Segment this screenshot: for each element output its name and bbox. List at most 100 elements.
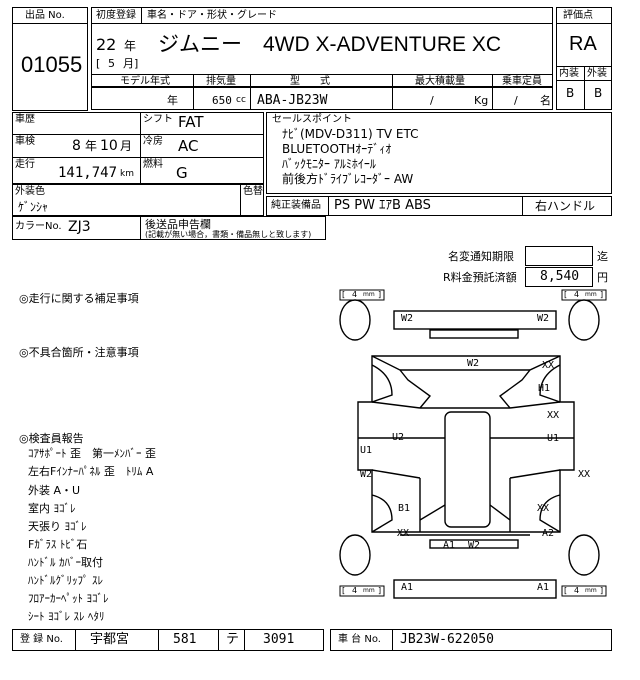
mark-right-rear-quarter: XX [537,503,550,514]
interior-label: 内装 [559,68,579,79]
model-type: ABA-JB23W [257,93,328,108]
chassis-label: 車 台 No. [338,634,381,645]
mark-hood: W2 [467,358,480,369]
inspection-label: 車検 [15,136,35,147]
first-reg-year: 22 [96,35,117,54]
fuel-label: 燃料 [143,159,163,170]
color-no: ZJ3 [68,219,91,235]
capacity-unit: 名 [540,94,551,107]
inspection-year-unit: 年 [85,139,98,153]
equipment-value: PS PW ｴｱB ABS [334,198,431,213]
mark-roof-left: U2 [392,432,405,443]
sales-point-1: ﾅﾋﾞ(MDV-D311) TV ETC [282,127,419,141]
max-load-label: 最大積載量 [415,76,465,87]
capacity-label: 乗車定員 [502,76,542,87]
reg-class: 581 [173,632,197,647]
tire-front-left-bracket-close: ] [378,290,382,299]
sales-point-2: BLUETOOTHｵｰﾃﾞｨｵ [282,142,392,156]
grade-label: 評価点 [563,10,593,21]
tire-rear-right-value: 4 [574,586,580,595]
sales-point-4: 前後方ﾄﾞﾗｲﾌﾞﾚｺｰﾀﾞｰ AW [282,172,414,186]
inspector-item: Fｶﾞﾗｽ ﾄﾋﾞ石 [28,538,88,551]
interior-grade: B [566,86,575,100]
sales-points-label: セールスポイント [272,114,352,125]
car-name: ジムニー 4WD X-ADVENTURE XC [158,33,502,56]
exterior-grade: B [594,86,603,100]
tire-rear-left-bracket-close: ] [378,586,382,595]
mark-rear-gate-a: A1 [443,540,456,551]
first-reg-year-unit: 年 [124,39,137,53]
driving-notes-label: ◎走行に関する補足事項 [19,292,139,305]
tire-front-right-value: 4 [574,290,580,299]
reg-label: 登 録 No. [20,634,63,645]
ac-label: 冷房 [143,136,163,147]
first-reg-month-open: [ [96,57,101,70]
mark-right-fender-h: H1 [538,383,551,394]
inspection-month-unit: 月 [120,139,133,153]
inspector-item: 外装 A・U [28,484,81,497]
mark-right-front-fender: XX [542,360,555,371]
tire-rear-right-unit: mm [585,587,597,594]
tire-rear-left-bracket: [ [342,586,346,595]
steering-value: 右ハンドル [535,199,596,213]
inspector-item: 天張り ﾖｺﾞﾚ [28,520,87,533]
recycle-label: R料金預託済額 [443,271,517,284]
mark-front-bumper-right: W2 [537,313,550,324]
grade-value: RA [569,33,597,55]
shift-value: FAT [178,113,204,131]
inspection-year: 8 [72,138,81,154]
tire-rear-right-bracket-close: ] [600,586,604,595]
mark-front-bumper-left: W2 [401,313,414,324]
color-no-label: カラーNo. [15,221,62,232]
sales-point-3: ﾊﾞｯｸﾓﾆﾀｰ ｱﾙﾐﾎｲｰﾙ [282,157,376,171]
inspector-item: ﾌﾛｱｰｶｰﾍﾟｯﾄ ﾖｺﾞﾚ [28,592,109,605]
displacement-label: 排気量 [206,76,236,87]
lot-number-box: 01055 [12,23,88,111]
color-change-label: 色替 [243,186,263,197]
recycle-unit: 円 [597,271,608,284]
lot-number: 01055 [21,52,83,77]
inspector-item: ﾊﾝﾄﾞﾙ ｶﾊﾞｰ取付 [28,556,103,569]
first-reg-month: 5 [108,57,115,70]
mark-left-rear-quarter: B1 [398,503,411,514]
exterior-label: 外装 [587,68,607,79]
defects-label: ◎不具合箇所・注意事項 [19,346,139,359]
first-reg-month-close: 月] [123,57,139,70]
history-label: 車歴 [15,114,35,125]
max-load-sep: / [430,94,434,107]
inspector-item: 室内 ﾖｺﾞﾚ [28,502,76,515]
tire-rear-left-unit: mm [363,587,375,594]
fuel-value: G [176,164,188,182]
shift-label: シフト [143,114,173,125]
max-load-unit: Kg [474,94,489,107]
recycle-amount: 8,540 [540,269,580,284]
chassis-no: JB23W-622050 [400,632,494,647]
mileage-unit: km [120,169,134,179]
inspector-label: ◎検査員報告 [19,432,84,445]
deadline-suffix: 迄 [597,250,608,263]
ac-value: AC [178,137,199,155]
equipment-label: 純正装備品 [271,200,321,211]
mark-rear-bumper-left: A1 [401,582,414,593]
tire-front-left-unit: mm [363,291,375,298]
capacity-sep: / [514,94,518,107]
reg-area: 宇都宮 [90,632,130,647]
inspector-item: ｺｱｻﾎﾟｰﾄ 歪 第一ﾒﾝﾊﾞｰ 歪 [28,447,156,460]
first-reg-label: 初度登録 [96,10,136,21]
tire-front-left-bracket: [ [342,290,346,299]
inspector-item: ﾊﾝﾄﾞﾙｸﾞﾘｯﾌﾟ ｽﾚ [28,574,103,587]
type-label: 型 式 [290,76,330,87]
tire-front-right-bracket: [ [564,290,568,299]
mileage-label: 走行 [15,159,35,170]
mark-left-front-door: U1 [360,445,373,456]
lot-label: 出品 No. [25,10,65,21]
chassis-box [330,629,612,651]
mark-rear-gate-w: W2 [468,540,481,551]
registration-box [12,629,324,651]
sales-points-box [266,112,612,194]
tire-front-left-value: 4 [352,290,358,299]
inspector-item: ｼｰﾄ ﾖｺﾞﾚ ｽﾚ ﾍﾀﾘ [28,610,105,623]
mark-right-front-door: XX [547,410,560,421]
reg-kana: テ [226,632,240,647]
